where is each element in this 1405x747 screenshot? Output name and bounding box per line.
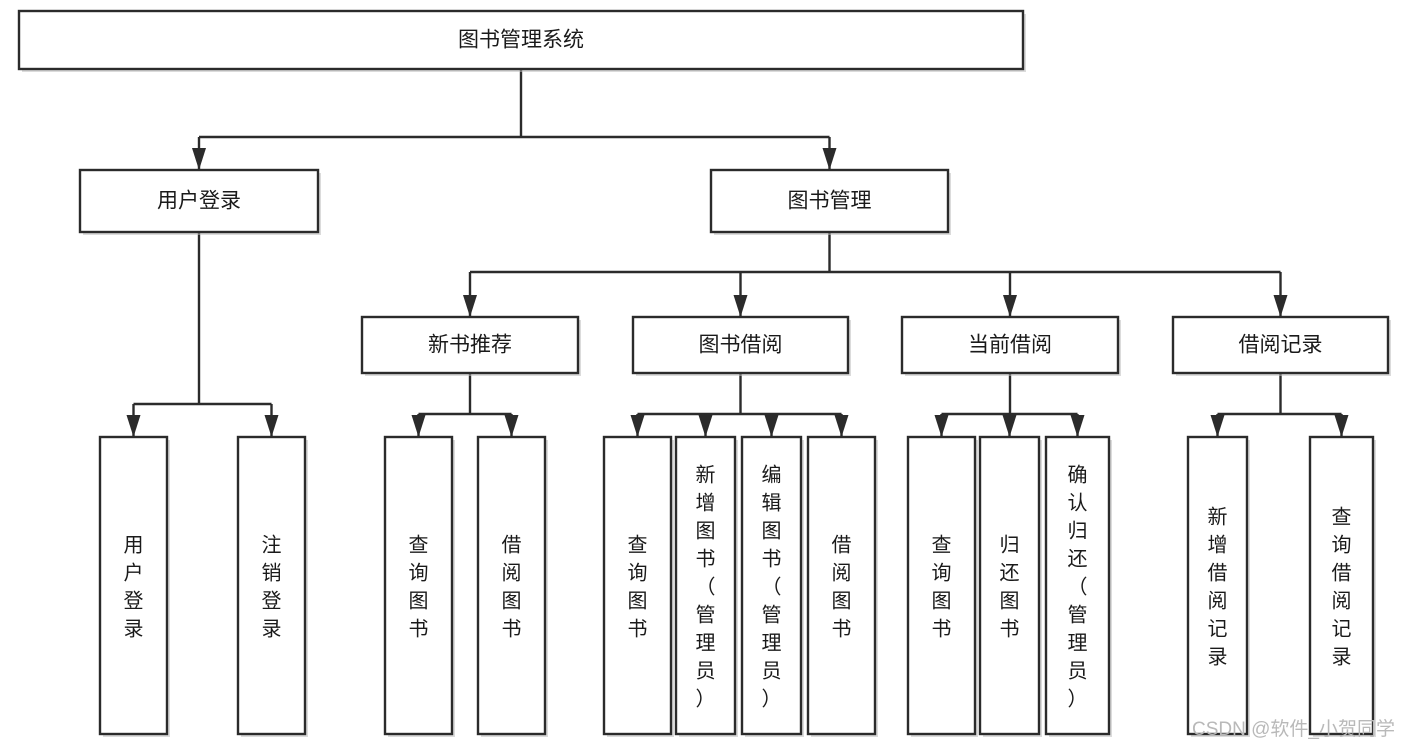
node-label-new-book-rec: 新书推荐 bbox=[428, 334, 512, 357]
node-label-leaf-return-book: 归还图书 bbox=[1000, 533, 1020, 640]
box-outline bbox=[360, 315, 580, 375]
arrow-head bbox=[1334, 415, 1349, 437]
box-outline bbox=[236, 435, 307, 736]
arrow-head bbox=[1070, 415, 1085, 437]
arrow-head bbox=[630, 415, 645, 437]
box-outline bbox=[631, 315, 850, 375]
node-leaf-query-record[interactable]: 查询借阅记录 bbox=[1308, 435, 1376, 737]
csdn-watermark: CSDN @软件_小贺同学 bbox=[1192, 718, 1395, 740]
arrow-head bbox=[1003, 295, 1017, 317]
node-leaf-query-book-2[interactable]: 查询图书 bbox=[602, 435, 674, 737]
box-outline bbox=[1308, 435, 1375, 736]
arrow-head bbox=[264, 415, 279, 437]
node-label-book-manage: 图书管理 bbox=[788, 190, 872, 213]
arrow-head bbox=[1002, 415, 1017, 437]
box-outline bbox=[383, 435, 454, 736]
node-leaf-borrow-book-2[interactable]: 借阅图书 bbox=[806, 435, 878, 737]
node-user-login[interactable]: 用户登录 bbox=[78, 168, 321, 235]
arrow-head bbox=[822, 148, 837, 170]
arrow-head bbox=[1273, 295, 1288, 317]
node-layer: 图书管理系统用户登录图书管理新书推荐图书借阅当前借阅借阅记录用户登录注销登录查询… bbox=[17, 9, 1391, 737]
node-label-borrow-record: 借阅记录 bbox=[1239, 334, 1323, 357]
node-leaf-edit-book[interactable]: 编辑图书（管理员） bbox=[740, 435, 804, 737]
node-leaf-confirm-return[interactable]: 确认归还（管理员） bbox=[1044, 435, 1112, 737]
box-outline bbox=[1044, 435, 1111, 736]
box-outline bbox=[476, 435, 547, 736]
node-label-book-borrow: 图书借阅 bbox=[699, 334, 783, 357]
node-label-leaf-confirm-return: 确认归还（管理员） bbox=[1068, 463, 1088, 710]
node-label-leaf-user-login: 用户登录 bbox=[124, 534, 144, 640]
node-label-leaf-borrow-book-1: 借阅图书 bbox=[502, 533, 522, 640]
box-outline bbox=[906, 435, 977, 736]
node-leaf-query-book-3[interactable]: 查询图书 bbox=[906, 435, 978, 737]
arrow-head bbox=[698, 415, 713, 437]
connector-layer bbox=[126, 69, 1349, 437]
node-label-leaf-query-book-3: 查询图书 bbox=[932, 533, 952, 640]
node-leaf-add-book[interactable]: 新增图书（管理员） bbox=[674, 435, 738, 737]
box-outline bbox=[78, 168, 320, 234]
box-outline bbox=[709, 168, 950, 234]
box-outline bbox=[740, 435, 803, 736]
box-outline bbox=[806, 435, 877, 736]
box-outline bbox=[978, 435, 1041, 736]
node-label-leaf-borrow-book-2: 借阅图书 bbox=[832, 533, 852, 640]
node-new-book-rec[interactable]: 新书推荐 bbox=[360, 315, 581, 376]
node-label-leaf-query-record: 查询借阅记录 bbox=[1332, 505, 1352, 668]
node-label-leaf-add-book: 新增图书（管理员） bbox=[696, 463, 716, 710]
node-label-current-borrow: 当前借阅 bbox=[968, 334, 1052, 357]
arrow-head bbox=[411, 415, 426, 437]
arrow-head bbox=[192, 148, 206, 170]
node-label-root: 图书管理系统 bbox=[458, 29, 584, 52]
node-label-leaf-logout: 注销登录 bbox=[262, 533, 282, 640]
node-label-leaf-edit-book: 编辑图书（管理员） bbox=[762, 463, 782, 710]
arrow-head bbox=[126, 415, 141, 437]
arrow-head bbox=[834, 415, 849, 437]
node-borrow-record[interactable]: 借阅记录 bbox=[1171, 315, 1391, 376]
box-outline bbox=[900, 315, 1120, 375]
node-book-manage[interactable]: 图书管理 bbox=[709, 168, 951, 235]
box-outline bbox=[17, 9, 1025, 71]
node-leaf-return-book[interactable]: 归还图书 bbox=[978, 435, 1042, 737]
node-current-borrow[interactable]: 当前借阅 bbox=[900, 315, 1121, 376]
box-outline bbox=[602, 435, 673, 736]
node-label-leaf-query-book-2: 查询图书 bbox=[628, 533, 648, 640]
node-root[interactable]: 图书管理系统 bbox=[17, 9, 1026, 72]
box-outline bbox=[1171, 315, 1390, 375]
arrow-head bbox=[1210, 415, 1225, 437]
node-leaf-logout[interactable]: 注销登录 bbox=[236, 435, 308, 737]
node-label-leaf-add-record: 新增借阅记录 bbox=[1208, 505, 1228, 668]
node-leaf-add-record[interactable]: 新增借阅记录 bbox=[1186, 435, 1250, 737]
box-outline bbox=[1186, 435, 1249, 736]
box-outline bbox=[674, 435, 737, 736]
arrow-head bbox=[764, 415, 779, 437]
arrow-head bbox=[733, 295, 748, 317]
arrow-head bbox=[504, 415, 519, 437]
node-label-user-login: 用户登录 bbox=[157, 190, 241, 213]
node-label-leaf-query-book-1: 查询图书 bbox=[409, 533, 429, 640]
arrow-head bbox=[934, 415, 949, 437]
box-outline bbox=[98, 435, 169, 736]
node-leaf-borrow-book-1[interactable]: 借阅图书 bbox=[476, 435, 548, 737]
node-book-borrow[interactable]: 图书借阅 bbox=[631, 315, 851, 376]
node-leaf-user-login[interactable]: 用户登录 bbox=[98, 435, 170, 737]
node-leaf-query-book-1[interactable]: 查询图书 bbox=[383, 435, 455, 737]
arrow-head bbox=[463, 295, 477, 317]
